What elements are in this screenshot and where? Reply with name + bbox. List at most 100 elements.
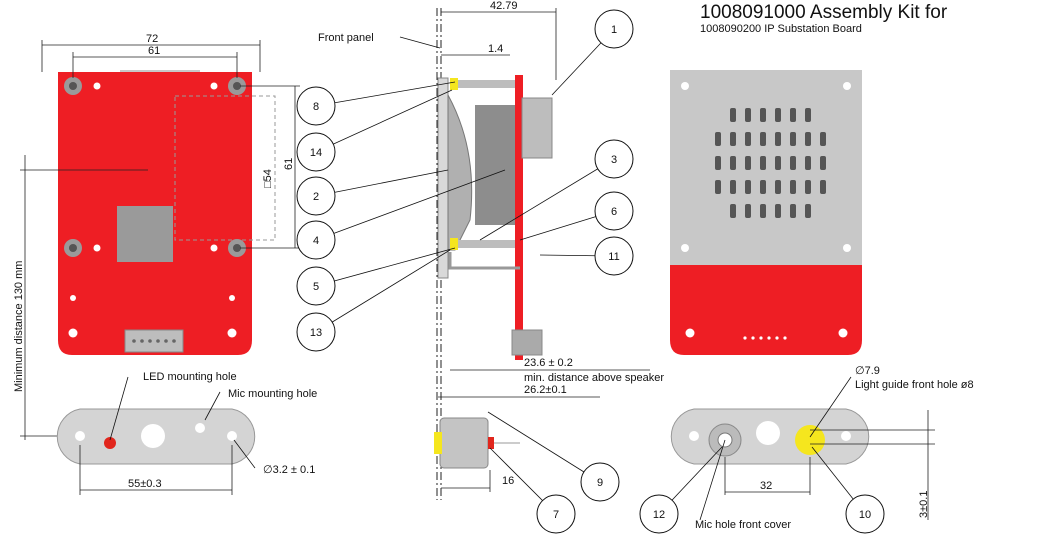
callout-number-4: 4: [313, 235, 319, 247]
grille-slot: [745, 108, 751, 122]
light-guide-hole: [795, 425, 825, 455]
rear-view: [670, 70, 862, 355]
callout-leader-14: [315, 89, 453, 153]
callout-balloon-10: [845, 494, 885, 534]
mic-module: [439, 417, 489, 469]
dim-61-side: 61: [283, 158, 295, 170]
grille-slot: [805, 204, 811, 218]
callout-balloon-2: [296, 176, 336, 216]
callout-balloon-3: [594, 139, 634, 179]
callout-number-1: 1: [611, 24, 617, 36]
callout-number-2: 2: [313, 191, 319, 203]
callout-number-13: 13: [310, 327, 322, 339]
left-dimensions: 72 61 61 □54 Minimum distance 130 mm: [13, 33, 300, 440]
grille-slot: [730, 156, 736, 170]
grille-slot: [730, 180, 736, 194]
grille-slot: [805, 180, 811, 194]
rj45-connector: [521, 97, 553, 159]
grille-slot: [805, 156, 811, 170]
grille-slot: [805, 132, 811, 146]
grille-slot: [715, 180, 721, 194]
dim-32: 32: [760, 480, 772, 492]
mic-mounting-label: Mic mounting hole: [228, 388, 317, 400]
callout-number-14: 14: [310, 147, 322, 159]
callout-leader-2: [315, 169, 449, 197]
grille-slot: [775, 180, 781, 194]
grille-slots: [715, 108, 826, 218]
connector-header: [124, 329, 184, 353]
dim-72: 72: [146, 33, 158, 45]
callout-balloon-7: [536, 494, 576, 534]
grille-slot: [775, 108, 781, 122]
callout-leader-4: [315, 169, 506, 241]
callout-balloon-5: [296, 266, 336, 306]
grille-slot: [820, 132, 826, 146]
grille-slot: [730, 132, 736, 146]
dim-7-9: ∅7.9: [855, 365, 880, 377]
grille-slot: [760, 132, 766, 146]
callout-balloon-6: [594, 191, 634, 231]
pcb-side: [515, 75, 523, 360]
standoff-top: [450, 78, 458, 90]
callout-number-8: 8: [313, 101, 319, 113]
grille-slot: [730, 108, 736, 122]
dim-23-6: 23.6 ± 0.2: [524, 357, 573, 369]
grille-slot: [745, 204, 751, 218]
dim-42-79: 42.79: [490, 0, 518, 12]
dim-3: 3±0.1: [918, 491, 930, 518]
drawing-title: 1008091000 Assembly Kit for: [700, 2, 948, 23]
callout-balloon-4: [296, 220, 336, 260]
ic-chip: [117, 206, 173, 262]
callout-number-9: 9: [597, 477, 603, 489]
grille-slot: [745, 180, 751, 194]
grille-slot: [820, 180, 826, 194]
front-panel-label: Front panel: [318, 32, 374, 44]
pcb-top-view: [58, 70, 276, 355]
callout-number-7: 7: [553, 509, 559, 521]
grille-slot: [775, 204, 781, 218]
callout-leader-8: [315, 81, 456, 107]
front-plate-left: 55±0.3 LED mounting hole Mic mounting ho…: [56, 371, 317, 495]
grille-slot: [820, 156, 826, 170]
grille-slot: [805, 108, 811, 122]
grille-slot: [745, 132, 751, 146]
dim-16: 16: [502, 475, 514, 487]
pcb-rear: [670, 265, 862, 355]
drawing-subtitle: 1008090200 IP Substation Board: [700, 23, 862, 35]
dim-1-4: 1.4: [488, 43, 503, 55]
callout-leader-13: [315, 249, 451, 333]
callout-number-12: 12: [653, 509, 665, 521]
grille-slot: [715, 156, 721, 170]
grille-slot: [760, 204, 766, 218]
min-distance-label: Minimum distance 130 mm: [13, 261, 25, 392]
callout-number-11: 11: [608, 251, 619, 263]
callout-number-10: 10: [859, 509, 871, 521]
callout-leader-5: [315, 247, 456, 287]
grille-slot: [790, 156, 796, 170]
front-panel-plate: [437, 77, 449, 279]
grille-slot: [775, 156, 781, 170]
grille-slot: [760, 156, 766, 170]
min-distance-speaker-label: min. distance above speaker: [524, 372, 664, 384]
speaker-magnet: [475, 105, 515, 225]
speaker-cone: [447, 94, 473, 251]
callout-balloon-9: [580, 462, 620, 502]
mic-hole-cover-label: Mic hole front cover: [695, 519, 791, 531]
front-plate-right: 32 ∅7.9 Light guide front hole ø8 3±0.1 …: [670, 365, 974, 531]
grille-slot: [715, 132, 721, 146]
callout-balloon-13: [296, 312, 336, 352]
callout-balloon-1: [594, 9, 634, 49]
grille-slot: [790, 204, 796, 218]
speaker-hole: [141, 424, 165, 448]
callout-balloon-8: [296, 86, 336, 126]
grille-slot: [760, 108, 766, 122]
speaker-outline: [174, 95, 276, 241]
grille-slot: [760, 180, 766, 194]
callout-balloon-12: [639, 494, 679, 534]
callout-balloon-14: [296, 132, 336, 172]
callout-leader-9: [487, 411, 601, 483]
light-guide-label: Light guide front hole ø8: [855, 379, 974, 391]
grille-slot: [790, 132, 796, 146]
side-view: Front panel 42.79 1.4 23.6 ± 0.2 min. di…: [318, 0, 664, 500]
